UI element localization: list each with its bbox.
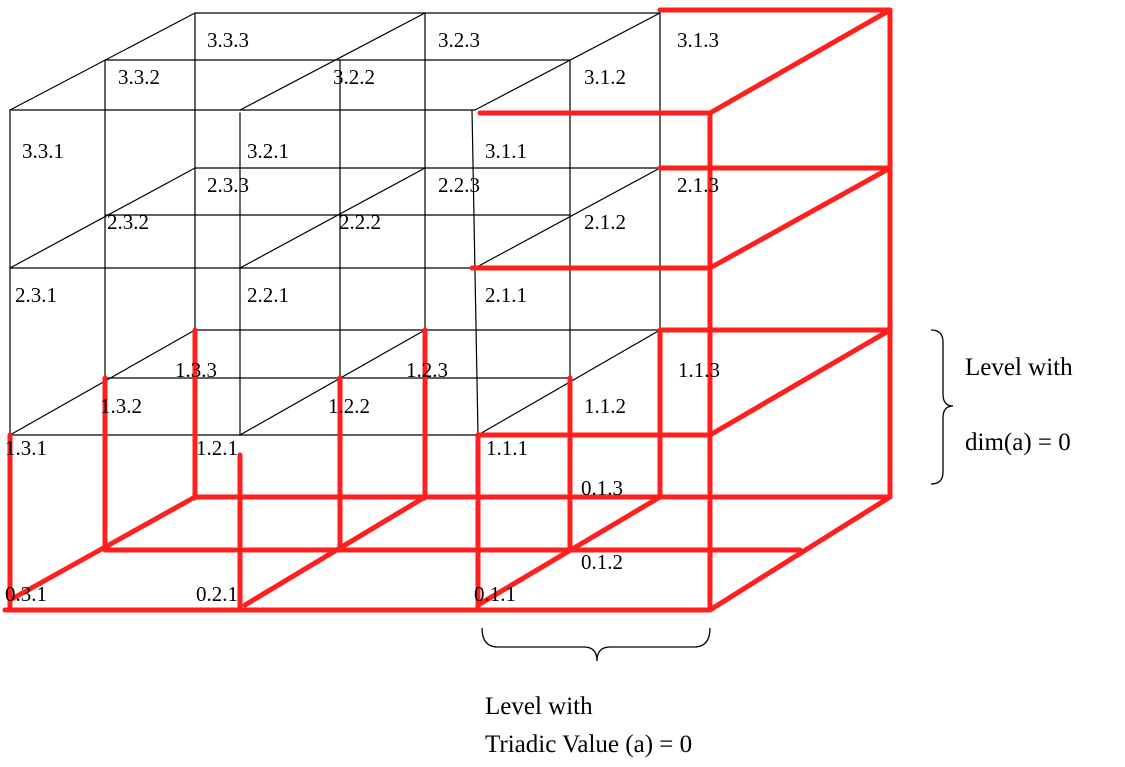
cell-label: 3.1.2 — [584, 65, 626, 89]
cell-label: 3.2.3 — [438, 28, 480, 52]
cell-label: 0.2.1 — [196, 582, 238, 606]
bottom-annotation-line2: Triadic Value (a) = 0 — [485, 731, 692, 758]
cell-label: 2.2.3 — [438, 173, 480, 197]
bottom-curly-brace — [481, 627, 711, 662]
cell-label: 3.3.2 — [118, 65, 160, 89]
cell-label: 3.1.3 — [677, 28, 719, 52]
cell-label: 0.3.1 — [5, 582, 47, 606]
cell-label: 3.3.3 — [207, 28, 249, 52]
cell-label: 0.1.2 — [581, 550, 623, 574]
red-highlight-frame — [2, 7, 893, 613]
cell-label: 1.2.3 — [406, 358, 448, 382]
cell-label: 3.2.1 — [247, 139, 289, 163]
cell-label: 2.1.1 — [485, 283, 527, 307]
cell-label: 2.2.2 — [339, 210, 381, 234]
cell-label: 2.1.3 — [677, 173, 719, 197]
cell-label: 1.1.3 — [678, 358, 720, 382]
bottom-annotation-line1: Level with — [485, 693, 593, 720]
cell-label: 1.3.1 — [5, 436, 47, 460]
cell-label: 0.1.1 — [474, 582, 516, 606]
cell-label: 1.1.1 — [486, 436, 528, 460]
right-annotation-line1: Level with — [965, 354, 1073, 381]
cell-label: 3.2.2 — [333, 65, 375, 89]
cell-label: 1.1.2 — [584, 394, 626, 418]
cell-label: 0.1.3 — [581, 476, 623, 500]
cell-label: 3.3.1 — [22, 139, 64, 163]
cell-label: 2.3.1 — [15, 283, 57, 307]
cell-label: 1.2.2 — [328, 394, 370, 418]
cell-label: 1.2.1 — [196, 436, 238, 460]
cell-label: 3.1.1 — [485, 139, 527, 163]
cell-label: 2.3.3 — [207, 173, 249, 197]
cell-label: 2.3.2 — [107, 210, 149, 234]
cell-label: 1.3.3 — [175, 358, 217, 382]
right-annotation-line2: dim(a) = 0 — [965, 429, 1071, 456]
cell-labels: 3.3.3 3.2.3 3.1.3 3.3.2 3.2.2 3.1.2 3.3.… — [5, 28, 720, 606]
cell-label: 2.1.2 — [584, 210, 626, 234]
cell-label: 2.2.1 — [247, 283, 289, 307]
black-wireframe — [9, 12, 661, 501]
right-curly-brace — [930, 329, 954, 485]
cell-label: 1.3.2 — [100, 394, 142, 418]
